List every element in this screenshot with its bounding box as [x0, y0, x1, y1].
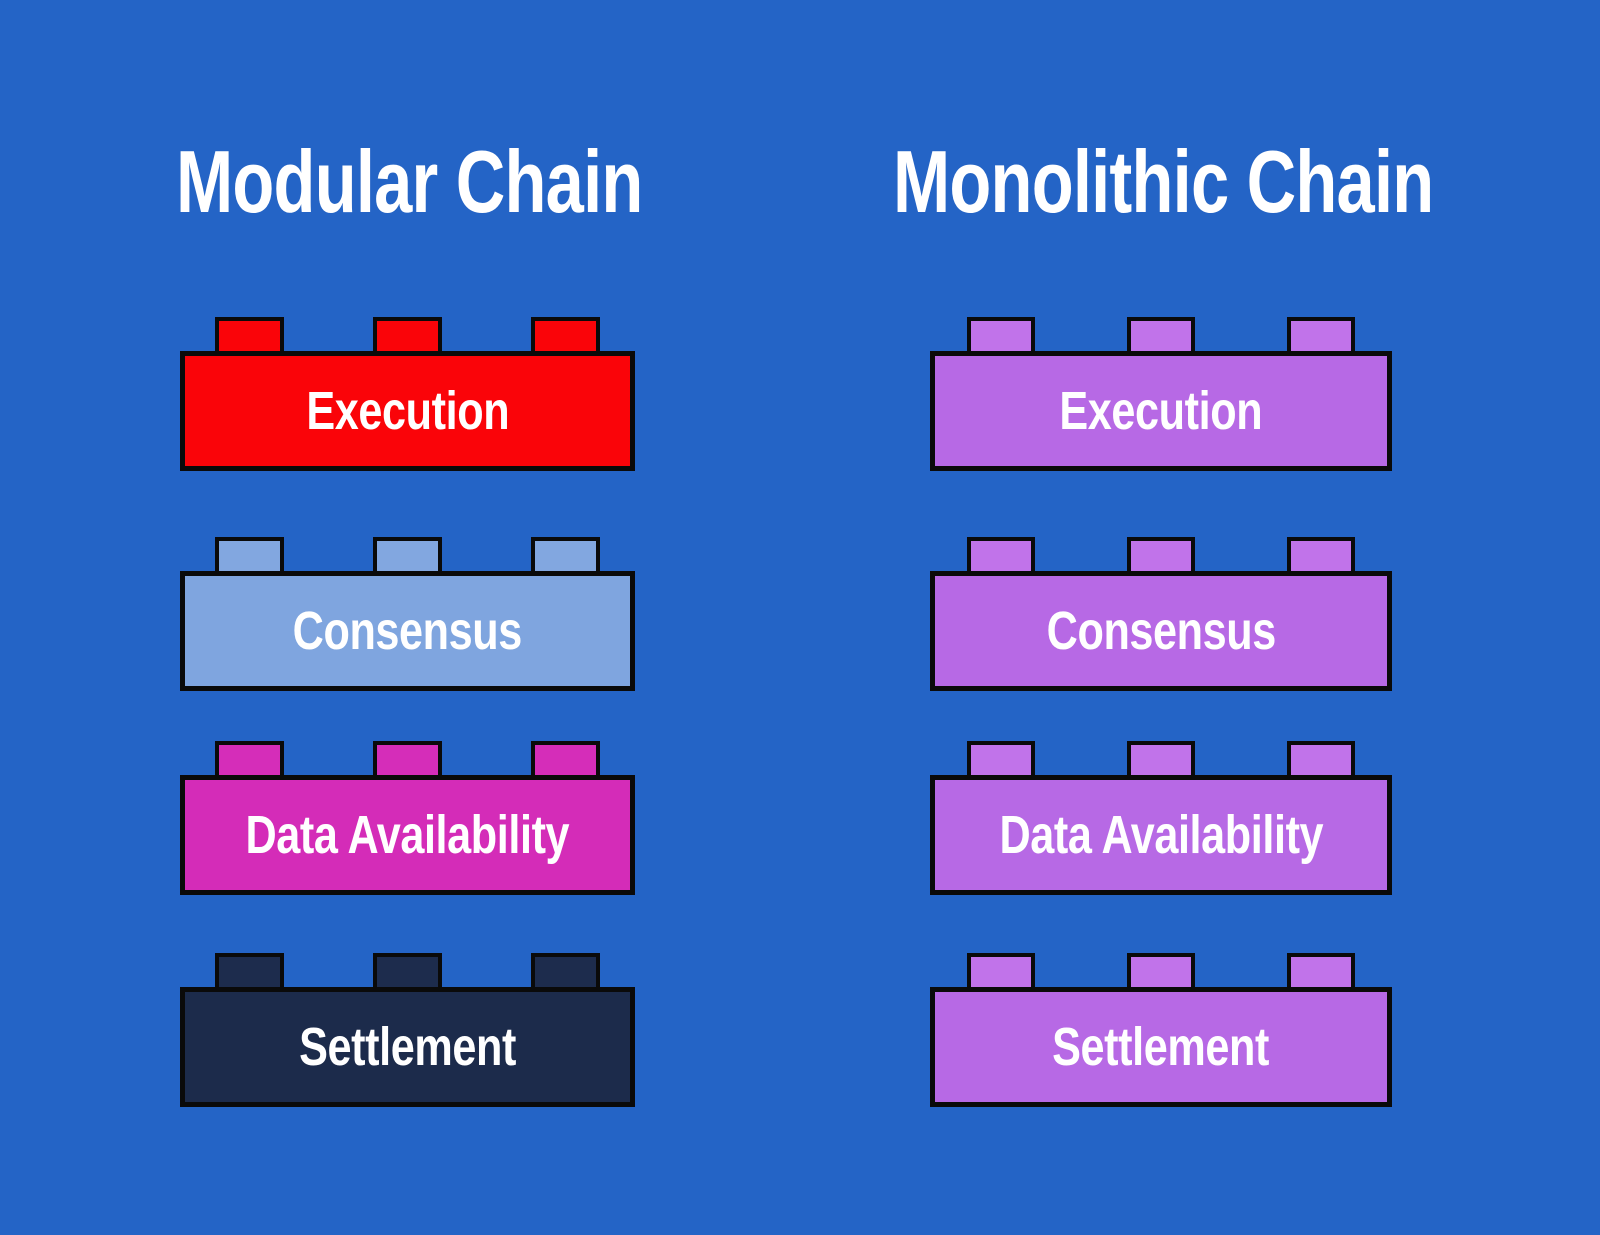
- brick-stud: [967, 741, 1035, 775]
- brick-stud: [373, 537, 442, 571]
- brick-studs: [930, 741, 1392, 775]
- brick-studs: [180, 953, 635, 987]
- monolithic-chain-title: Monolithic Chain: [893, 132, 1434, 231]
- monolithic-data-availability-brick: Data Availability: [930, 741, 1392, 895]
- modular-settlement-brick: Settlement: [180, 953, 635, 1107]
- brick-stud: [531, 741, 600, 775]
- modular-chain-title: Modular Chain: [176, 132, 643, 231]
- modular-execution-brick: Execution: [180, 317, 635, 471]
- modular-consensus-brick: Consensus: [180, 537, 635, 691]
- monolithic-settlement-brick: Settlement: [930, 953, 1392, 1107]
- brick-stud: [531, 317, 600, 351]
- brick-body: Settlement: [930, 987, 1392, 1107]
- brick-stud: [373, 317, 442, 351]
- brick-stud: [1287, 317, 1355, 351]
- brick-label: Consensus: [292, 601, 523, 661]
- brick-stud: [1287, 537, 1355, 571]
- brick-stud: [215, 317, 284, 351]
- brick-studs: [180, 537, 635, 571]
- brick-body: Execution: [180, 351, 635, 471]
- brick-stud: [1127, 317, 1195, 351]
- brick-body: Settlement: [180, 987, 635, 1107]
- brick-stud: [215, 953, 284, 987]
- brick-label: Execution: [1059, 381, 1263, 441]
- brick-stud: [1287, 953, 1355, 987]
- brick-label: Data Availability: [245, 805, 570, 865]
- brick-studs: [930, 953, 1392, 987]
- brick-label: Consensus: [1046, 601, 1276, 661]
- brick-studs: [930, 537, 1392, 571]
- brick-stud: [1127, 537, 1195, 571]
- brick-label: Execution: [306, 381, 509, 441]
- brick-stud: [215, 537, 284, 571]
- brick-stud: [967, 317, 1035, 351]
- brick-body: Consensus: [180, 571, 635, 691]
- brick-stud: [1127, 741, 1195, 775]
- brick-stud: [1287, 741, 1355, 775]
- brick-body: Data Availability: [930, 775, 1392, 895]
- monolithic-consensus-brick: Consensus: [930, 537, 1392, 691]
- brick-label: Data Availability: [999, 805, 1323, 865]
- brick-label: Settlement: [299, 1017, 516, 1077]
- monolithic-execution-brick: Execution: [930, 317, 1392, 471]
- brick-stud: [531, 537, 600, 571]
- brick-body: Consensus: [930, 571, 1392, 691]
- brick-label: Settlement: [1052, 1017, 1270, 1077]
- brick-stud: [967, 537, 1035, 571]
- brick-studs: [180, 741, 635, 775]
- brick-stud: [531, 953, 600, 987]
- modular-data-availability-brick: Data Availability: [180, 741, 635, 895]
- brick-body: Data Availability: [180, 775, 635, 895]
- brick-stud: [967, 953, 1035, 987]
- brick-studs: [930, 317, 1392, 351]
- brick-stud: [1127, 953, 1195, 987]
- brick-studs: [180, 317, 635, 351]
- brick-stud: [215, 741, 284, 775]
- brick-body: Execution: [930, 351, 1392, 471]
- brick-stud: [373, 741, 442, 775]
- brick-stud: [373, 953, 442, 987]
